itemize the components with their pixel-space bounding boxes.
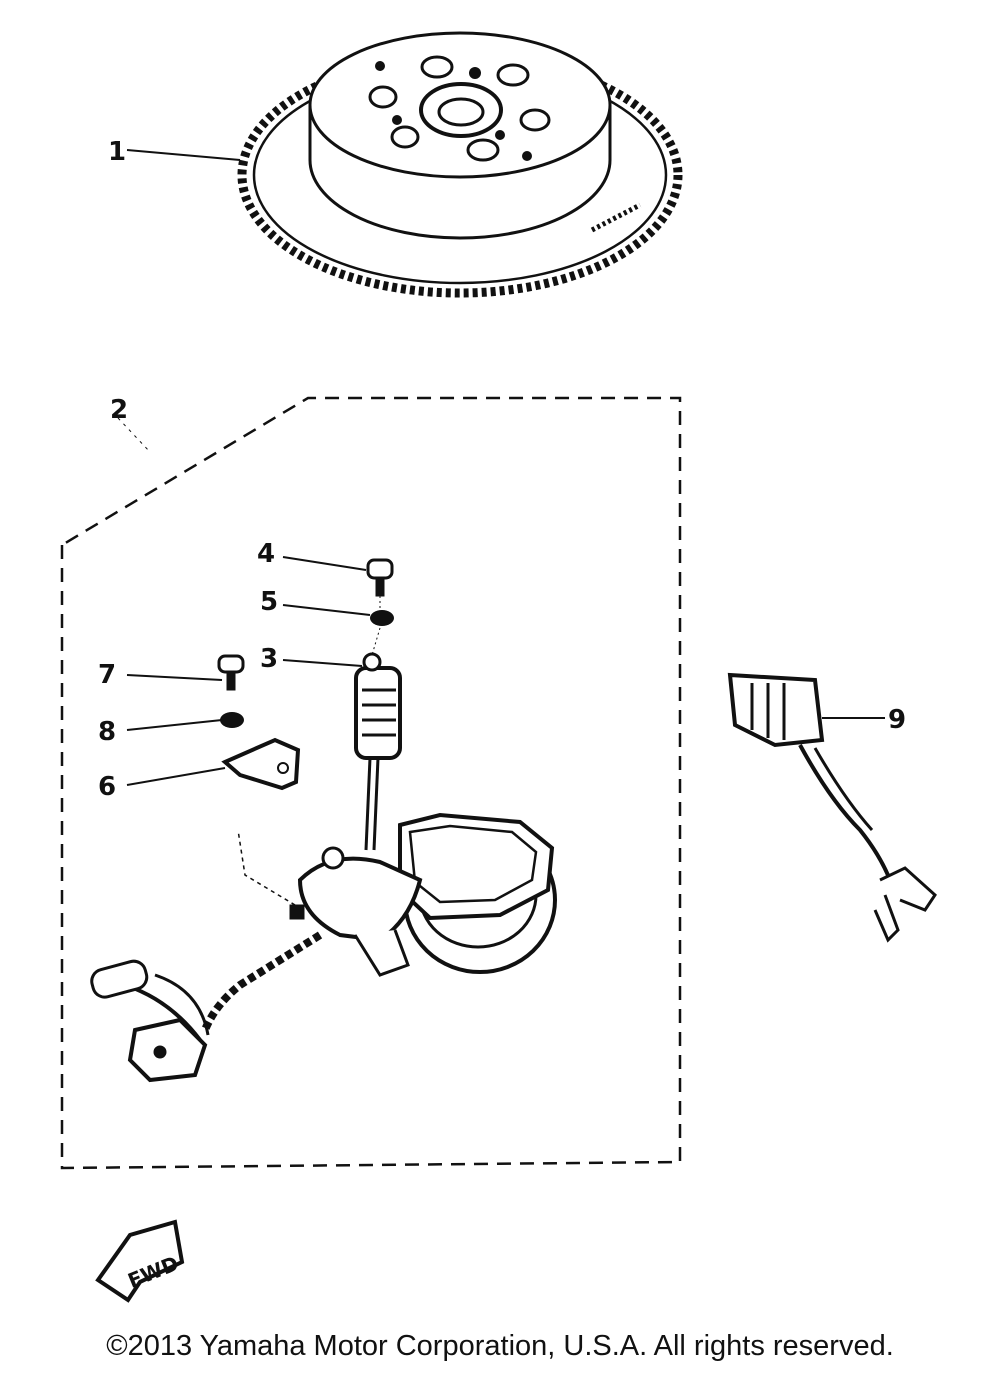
callout-8: 8 [98,717,116,747]
pulser-coil-part [354,652,402,851]
stator-base-plate [237,812,557,977]
stator-wiring-harness [90,931,323,1083]
callout-7: 7 [98,660,116,690]
screw-part-4 [366,558,394,612]
washer-part-5 [370,610,394,656]
callout-3: 3 [260,644,278,674]
callout-leader-lines [126,149,885,786]
callout-1: 1 [108,137,126,167]
callout-2: 2 [110,395,128,425]
screw-part-7 [217,654,245,691]
copyright-notice: ©2013 Yamaha Motor Corporation, U.S.A. A… [106,1330,894,1362]
callout-5: 5 [260,587,278,617]
washer-part-8 [220,712,244,728]
forward-direction-arrow: FWD [95,1219,185,1303]
flywheel-part [237,31,683,298]
callout-labels: 1 2 4 5 3 7 8 6 9 [98,137,906,802]
ignition-coil-part [727,672,937,943]
stator-assembly-boundary [60,396,682,1170]
callout-9: 9 [888,705,906,735]
callout-4: 4 [257,539,275,569]
plate-part-6 [221,737,301,791]
callout-6: 6 [98,772,116,802]
